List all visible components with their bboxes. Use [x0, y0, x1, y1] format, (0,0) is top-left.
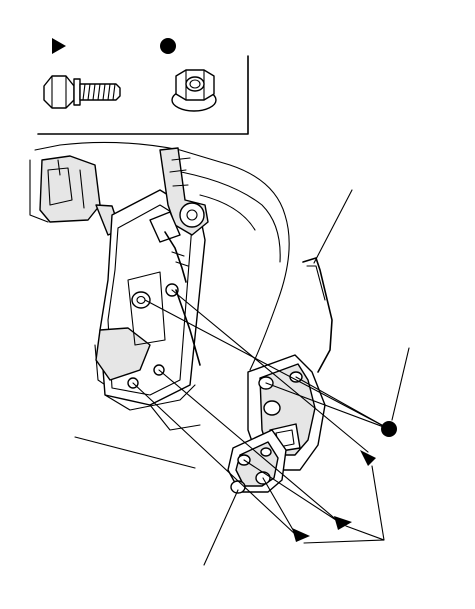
callout-bracket: [303, 465, 385, 544]
fastener-legend: [37, 38, 249, 135]
callout-markers: [292, 421, 397, 544]
circle-marker-icon: [160, 38, 176, 54]
triangle-callout: [334, 516, 352, 530]
flange-bolt-icon: [43, 75, 121, 109]
leader-line: [144, 299, 390, 430]
flange-nut-icon: [171, 69, 217, 112]
triangle-callout: [292, 528, 310, 542]
latch-pointer: [203, 489, 239, 566]
latch-linkage: [149, 147, 209, 366]
alignment-lines: [132, 289, 390, 536]
leader-line: [132, 382, 297, 536]
door-outline: [29, 141, 290, 469]
leader-line: [158, 369, 340, 523]
triangle-marker-icon: [52, 38, 66, 54]
triangle-callout: [360, 450, 376, 466]
inner-door-panel: [95, 189, 206, 431]
leader-line: [171, 289, 369, 453]
rod-pointer: [313, 189, 353, 264]
circle-callout: [381, 421, 397, 437]
legend-frame: [37, 55, 249, 135]
door-latch: [227, 429, 287, 494]
door-handle-bracket: [39, 155, 121, 236]
control-rod: [302, 257, 333, 373]
actuator-pointer: [391, 347, 410, 421]
part-pointers: [203, 189, 410, 566]
